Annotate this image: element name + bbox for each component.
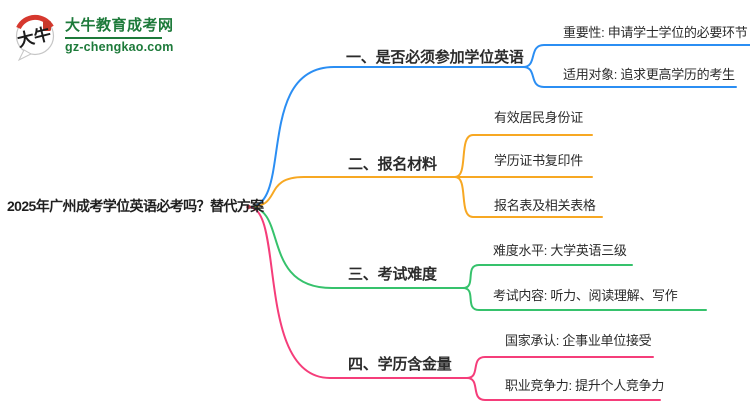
- leaf-node-1-2[interactable]: 适用对象: 追求更高学历的考生: [563, 67, 735, 82]
- leaf-node-4-1[interactable]: 国家承认: 企事业单位接受: [505, 333, 652, 348]
- branch-3-connector: [248, 206, 707, 311]
- leaf-node-3-1[interactable]: 难度水平: 大学英语三级: [493, 243, 627, 258]
- branch-node-3[interactable]: 三、考试难度: [348, 266, 437, 283]
- leaf-node-2-3[interactable]: 报名表及相关表格: [494, 198, 596, 213]
- root-connector-dot: [246, 204, 251, 210]
- site-domain: gz-chengkao.com: [65, 40, 174, 54]
- root-topic[interactable]: 2025年广州成考学位英语必考吗？替代方案: [7, 198, 264, 214]
- branch-1-connector: [248, 44, 750, 208]
- leaf-node-1-1[interactable]: 重要性: 申请学士学位的必要环节: [563, 25, 748, 40]
- leaf-node-4-2[interactable]: 职业竞争力: 提升个人竞争力: [505, 378, 665, 393]
- site-name: 大牛教育成考网: [65, 17, 174, 34]
- leaf-node-3-2[interactable]: 考试内容: 听力、阅读理解、写作: [493, 288, 678, 303]
- branch-node-1[interactable]: 一、是否必须参加学位英语: [346, 49, 524, 66]
- site-logo[interactable]: 大牛 大牛教育成考网 gz-chengkao.com: [12, 11, 174, 61]
- leaf-node-2-1[interactable]: 有效居民身份证: [494, 110, 583, 125]
- daniu-speech-bubble-icon: 大牛: [15, 14, 55, 61]
- logo-divider: [65, 37, 162, 39]
- branch-node-2[interactable]: 二、报名材料: [348, 156, 437, 173]
- branch-2-connector: [248, 134, 603, 218]
- leaf-node-2-2[interactable]: 学历证书复印件: [494, 153, 583, 168]
- red-seal-icon: [43, 21, 51, 31]
- branch-4-connector: [248, 206, 661, 401]
- branch-node-4[interactable]: 四、学历含金量: [348, 356, 452, 373]
